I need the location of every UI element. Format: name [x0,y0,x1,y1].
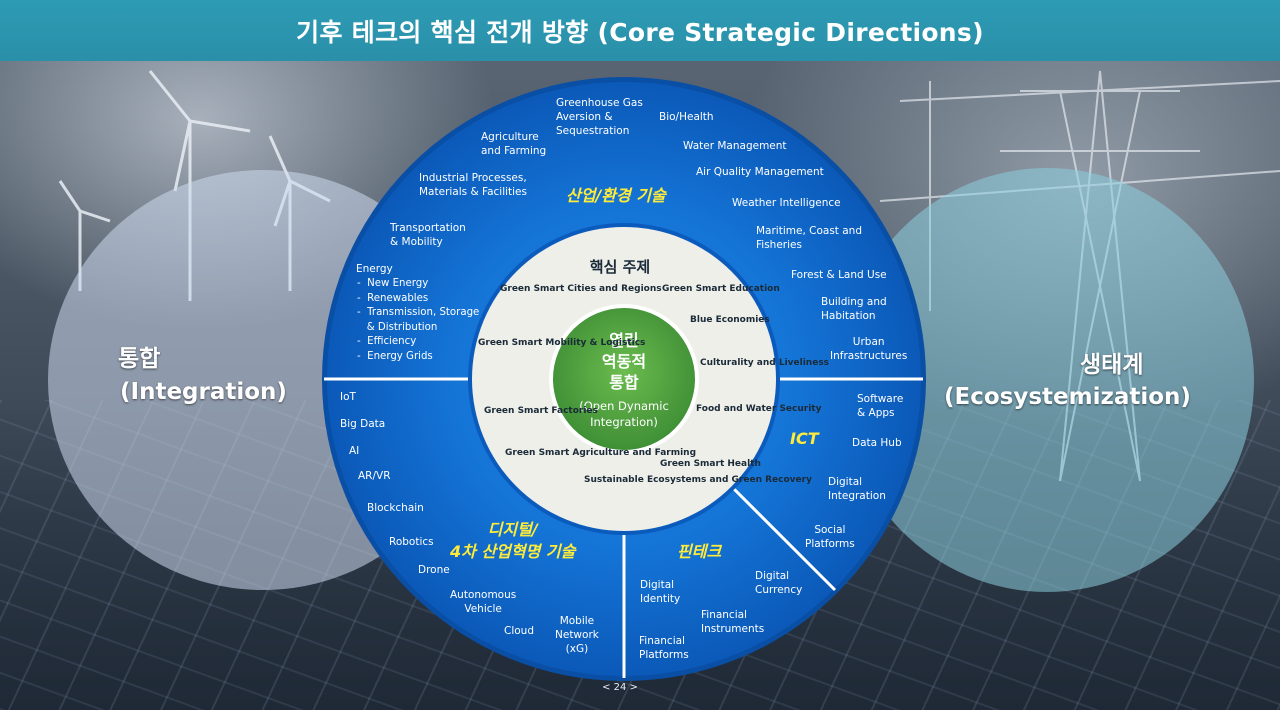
divider-fintech-ict [730,485,837,592]
item-mobile-network: Mobile Network (xG) [555,615,599,655]
item-drone: Drone [418,564,450,576]
item-social-platforms: Social Platforms [805,524,855,550]
topic-blue-economies: Blue Economies [690,315,770,325]
topic-green-smart-mobility: Green Smart Mobility & Logistics [478,338,645,348]
item-data-hub: Data Hub [852,437,902,449]
item-air-quality: Air Quality Management [696,166,824,178]
item-cloud: Cloud [504,625,534,637]
topic-green-smart-factories: Green Smart Factories [484,406,598,416]
page-number: < 24 > [602,682,638,693]
section-title-industry: 산업/환경 기술 [566,186,666,205]
item-energy-list: - New Energy - Renewables - Transmission… [357,278,480,362]
item-ar-vr: AR/VR [358,470,391,482]
item-big-data: Big Data [340,418,386,430]
topic-green-smart-agriculture: Green Smart Agriculture and Farming [505,447,696,460]
item-financial-instruments: Financial Instruments [701,609,765,635]
topic-green-smart-education: Green Smart Education [662,284,780,294]
item-autonomous-vehicle: Autonomous Vehicle [450,589,517,615]
section-title-fintech: 핀테크 [677,542,722,561]
topic-green-smart-cities: Green Smart Cities and Regions [500,283,662,296]
topic-food-water: Food and Water Security [696,404,822,414]
item-iot: IoT [340,391,356,403]
item-water-management: Water Management [683,140,787,152]
integration-label-en: (Integration) [120,379,287,405]
item-ai: AI [349,445,360,457]
item-building: Building and Habitation [821,296,887,322]
item-energy: Energy [356,263,393,275]
item-financial-platforms: Financial Platforms [639,635,689,661]
item-bio-health: Bio/Health [659,111,714,123]
center-circle [553,308,695,450]
item-digital-identity: Digital Identity [640,579,681,605]
item-transportation: Transportation & Mobility [390,222,466,248]
item-industrial: Industrial Processes, Materials & Facili… [419,172,527,198]
core-topics-title: 핵심 주제 [589,258,651,276]
topic-sustainable-ecosystems: Sustainable Ecosystems and Green Recover… [584,475,812,485]
center-label-en: (Open Dynamic Integration) [579,399,669,429]
item-digital-integration: Digital Integration [828,476,886,502]
item-blockchain: Blockchain [367,502,424,514]
item-software-apps: Software & Apps [857,393,904,419]
page-title: 기후 테크의 핵심 전개 방향 (Core Strategic Directio… [296,17,984,47]
section-title-digital: 디지털/ 4차 산업혁명 기술 [450,520,576,561]
item-weather-intelligence: Weather Intelligence [732,197,841,209]
item-digital-currency: Digital Currency [755,570,803,596]
topic-green-smart-health: Green Smart Health [660,459,761,469]
integration-label-ko: 통합 [118,346,161,372]
item-ghg: Greenhouse Gas Aversion & Sequestration [556,97,643,137]
item-forest-land: Forest & Land Use [791,269,887,281]
topic-culturality: Culturality and Liveliness [700,358,830,368]
item-agriculture: Agriculture and Farming [481,131,547,157]
header-bar: 기후 테크의 핵심 전개 방향 (Core Strategic Directio… [0,0,1280,61]
center-label-ko: 열린 역동적 통합 [601,331,647,392]
item-maritime: Maritime, Coast and Fisheries [756,225,862,251]
ecosystemization-label-ko: 생태계 [1080,352,1144,378]
section-title-ict: ICT [790,429,819,448]
item-robotics: Robotics [389,536,434,548]
item-urban: Urban Infrastructures [830,336,908,362]
ecosystemization-label-en: (Ecosystemization) [944,384,1191,410]
